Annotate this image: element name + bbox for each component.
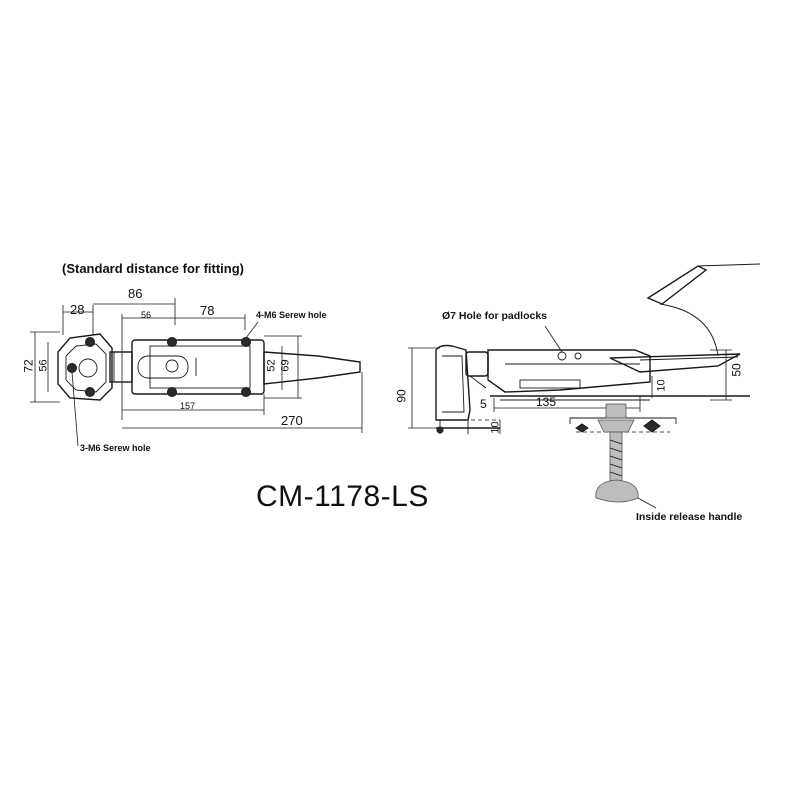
screw-hole (85, 387, 95, 397)
latch-hook (465, 351, 489, 377)
strike-plate (57, 333, 113, 401)
latch-body (131, 339, 265, 395)
latch-arm (109, 351, 133, 383)
dim-label-78: 78 (200, 303, 215, 318)
four-m6-hole-label: 4-M6 Serew hole (256, 310, 327, 320)
dim-label-52: 52 (265, 359, 278, 372)
dim-label-157: 157 (180, 401, 196, 411)
dim-label-270: 270 (281, 413, 303, 428)
screw-hole (241, 337, 251, 347)
padlock-hole (557, 351, 567, 361)
dim-label-86: 86 (128, 286, 143, 301)
dim-label-5: 5 (480, 397, 487, 411)
dim-label-10-base: 10 (489, 421, 502, 434)
dim-label-135: 135 (536, 395, 557, 409)
fitting-note: (Standard distance for fitting) (62, 261, 244, 276)
dim-label-50: 50 (729, 363, 744, 377)
screw-hole (167, 387, 177, 397)
strike-profile (435, 344, 471, 421)
leader-line-4m6 (245, 321, 259, 339)
side-view (408, 263, 761, 509)
leader-line-padlock (544, 325, 563, 353)
dim-label-56-side: 56 (37, 359, 50, 372)
lever-handle (609, 353, 741, 373)
release-nut (605, 403, 627, 419)
release-knob (595, 479, 639, 503)
three-m6-hole-label: 3-M6 Serew hole (80, 443, 151, 453)
lever-raised (646, 265, 708, 305)
screw-hole (85, 337, 95, 347)
dim-label-28: 28 (70, 302, 85, 317)
dim-label-90: 90 (394, 389, 409, 403)
dim-label-69: 69 (279, 359, 292, 372)
latch-handle (263, 351, 361, 385)
padlock-hole-label: Ø7 Hole for padlocks (442, 310, 548, 322)
leader-line-3m6 (71, 371, 79, 447)
inside-release-label: Inside release handle (636, 511, 743, 523)
dim-label-56-top: 56 (141, 310, 152, 320)
screw-hole (241, 387, 251, 397)
dim-label-72: 72 (21, 359, 36, 373)
screw-hole (67, 363, 77, 373)
dim-label-10-right: 10 (655, 379, 668, 392)
model-number: CM-1178-LS (256, 480, 429, 513)
front-view (30, 298, 363, 447)
screw-hole (167, 337, 177, 347)
latch-body-side (487, 349, 651, 393)
